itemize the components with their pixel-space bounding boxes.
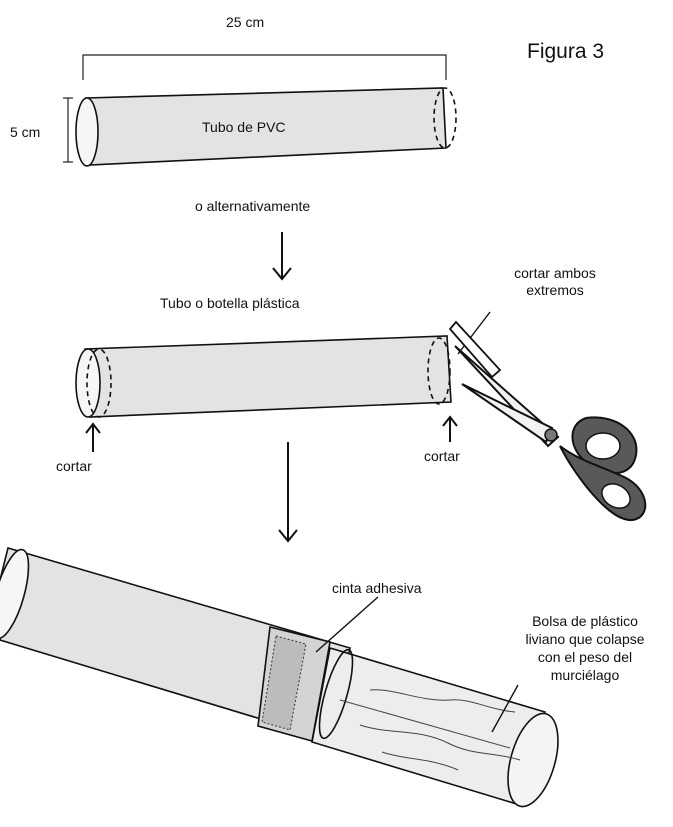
pvc-tube-label: Tubo de PVC xyxy=(202,119,286,135)
width-label: 25 cm xyxy=(226,14,265,30)
plastic-tube-title: Tubo o botella plástica xyxy=(160,295,300,311)
cut-arrows xyxy=(85,415,458,452)
scissors-lower-handle-hole xyxy=(601,483,631,509)
plastic-bag-end xyxy=(507,712,559,808)
tape-label: cinta adhesiva xyxy=(332,580,422,596)
bag-wrinkles xyxy=(339,689,521,771)
alternative-label: o alternativamente xyxy=(195,198,311,214)
cut-left-label: cortar xyxy=(56,458,92,474)
pvc-tube-left-opening xyxy=(75,97,99,167)
bottom-assembly xyxy=(0,546,559,808)
width-bracket xyxy=(82,54,447,80)
bottom-tube-opening xyxy=(0,548,30,640)
scissors-pivot xyxy=(544,428,558,442)
plastic-tube xyxy=(75,335,452,418)
plastic-tube-body xyxy=(84,335,452,418)
pvc-tube xyxy=(75,87,457,167)
pvc-tube-right-end xyxy=(433,87,457,149)
scissors-icon xyxy=(448,320,647,522)
figure-title: Figura 3 xyxy=(527,40,605,63)
tape-texture xyxy=(261,635,307,731)
scissors-open-blade xyxy=(448,320,502,379)
plastic-tube-left-opening xyxy=(75,348,101,418)
height-label: 5 cm xyxy=(10,124,41,140)
right-cut-line xyxy=(427,337,451,405)
scissors-upper-handle-hole xyxy=(585,432,621,460)
tube-bag-junction xyxy=(318,648,354,740)
top-tube-dimension-marks xyxy=(63,54,447,163)
tape-pointer xyxy=(315,596,379,653)
cut-right-label: cortar xyxy=(424,448,460,464)
bag-pointer xyxy=(491,684,519,733)
left-cut-line xyxy=(86,348,112,418)
cut-both-ends-pointer xyxy=(457,311,491,355)
cut-both-ends-label: cortar ambos extremos xyxy=(514,265,596,298)
bag-label: Bolsa de plástico liviano que colapse co… xyxy=(525,613,645,683)
down-arrow-2 xyxy=(278,442,298,543)
down-arrow-1 xyxy=(272,232,292,281)
